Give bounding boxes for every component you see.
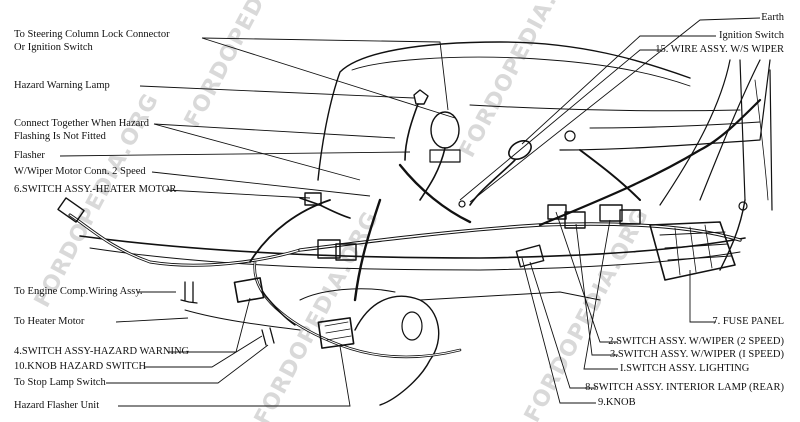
lower-bracket [419, 291, 601, 301]
label-wiper-switch-1speed: 3.SWITCH ASSY. W/WIPER (I SPEED) [609, 349, 784, 360]
label-earth: Earth [761, 12, 784, 23]
harness-left [69, 214, 301, 266]
heater-connector-block [317, 239, 341, 259]
ignition-switch [508, 140, 532, 160]
label-hazard-knob: 10.KNOB HAZARD SWITCH [14, 361, 147, 372]
label-hazard-lamp: Hazard Warning Lamp [14, 80, 110, 91]
lower-bracket [184, 309, 301, 331]
harness-branch [579, 149, 641, 201]
heater-switch-plug [304, 192, 322, 206]
label-steering-lock: Or Ignition Switch [14, 42, 93, 53]
windscreen-inner [351, 56, 691, 87]
lighting-switch [599, 204, 623, 222]
hazard-lamp [413, 89, 429, 105]
harness-branch [538, 98, 762, 227]
leader-line [575, 223, 618, 356]
ignition-lead [469, 159, 516, 206]
door-pillar [739, 59, 773, 211]
leader-line [153, 123, 361, 181]
label-steering-lock: To Steering Column Lock Connector [14, 29, 170, 40]
hazard-flasher-detail [324, 321, 352, 341]
label-hazard-switch: 4.SWITCH ASSY-HAZARD WARNING [14, 346, 190, 357]
label-heater-switch: 6.SWITCH ASSY.-HEATER MOTOR [14, 184, 177, 195]
label-ignition-switch: Ignition Switch [718, 30, 784, 41]
steering-column [354, 295, 440, 406]
scuttle-line [469, 104, 741, 112]
heater-motor-terminals [180, 281, 198, 304]
fastener [564, 130, 576, 142]
body-panel [559, 59, 771, 151]
column-end [401, 311, 423, 341]
windscreen-outline [317, 41, 691, 181]
label-engine-comp: To Engine Comp.Wiring Assy. [14, 286, 143, 297]
label-fuse-panel: 7. FUSE PANEL [712, 316, 784, 327]
door-wire [719, 199, 746, 271]
leader-line [555, 211, 618, 343]
label-lighting-switch: I.SWITCH ASSY. LIGHTING [620, 363, 750, 374]
leader-line [151, 171, 371, 197]
door-pillar [754, 79, 769, 201]
fastener [738, 201, 748, 211]
label-flasher: Flasher [14, 150, 45, 161]
leader-line [139, 85, 415, 99]
leader-line [521, 257, 596, 404]
label-interior-lamp: 8.SWITCH ASSY. INTERIOR LAMP (REAR) [585, 382, 784, 393]
harness-branch [398, 163, 472, 224]
fastener [458, 200, 466, 208]
leader-line [583, 219, 618, 370]
label-stop-lamp: To Stop Lamp Switch [14, 377, 106, 388]
label-heater-motor: To Heater Motor [14, 316, 85, 327]
leader-line [469, 17, 761, 203]
heater-connector-block [335, 243, 357, 261]
leader-line [459, 49, 662, 201]
leader-line [144, 335, 263, 368]
flasher [430, 111, 460, 149]
harness-branch [353, 198, 382, 302]
leader-line [201, 37, 456, 119]
label-wire-wiper: 15. WIRE ASSY. W/S WIPER [655, 44, 784, 55]
engine-connector [57, 197, 85, 223]
harness-branch [254, 261, 461, 358]
label-hazard-flasher-unit: Hazard Flasher Unit [14, 400, 100, 411]
leader-line [118, 345, 351, 407]
leader-line [106, 344, 269, 384]
label-connect-together: Connect Together When Hazard [14, 118, 150, 129]
stop-lamp-terminals [261, 327, 275, 346]
wiper-wire [659, 59, 731, 206]
hazard-switch-lead [261, 291, 296, 326]
label-wiper-switch-2speed: 2.SWITCH ASSY. W/WIPER (2 SPEED) [608, 336, 784, 347]
leader-line [168, 297, 251, 353]
leader-line [59, 151, 411, 157]
column-body [299, 288, 396, 301]
leader-line [165, 189, 311, 199]
label-connect-together: Flashing Is Not Fitted [14, 131, 106, 142]
wiper-wire [699, 59, 761, 201]
leader-line [529, 261, 596, 389]
interior-lamp-switch [515, 244, 545, 268]
hazard-switch [233, 277, 265, 303]
fuse-panel-detail [674, 224, 713, 276]
label-wiper-connector: W/Wiper Motor Conn. 2 Speed [14, 166, 146, 177]
harness-branch [253, 260, 462, 359]
leader-line [153, 123, 396, 139]
lighting-switch [619, 209, 641, 225]
leader-line [689, 270, 716, 323]
dashboard-lower [89, 247, 741, 271]
dashboard-lower [79, 235, 746, 259]
scuttle-line [589, 121, 761, 129]
flasher-bracket [429, 149, 461, 163]
leader-line [201, 37, 449, 111]
hazard-lamp-lead [404, 103, 419, 161]
fuse-panel [649, 221, 736, 281]
leader-line [115, 317, 189, 323]
wiper-switch-1speed [564, 211, 586, 229]
leader-line [521, 35, 716, 145]
flasher-leads [419, 147, 446, 201]
hazard-flasher-unit [317, 317, 355, 349]
label-knob: 9.KNOB [598, 397, 636, 408]
